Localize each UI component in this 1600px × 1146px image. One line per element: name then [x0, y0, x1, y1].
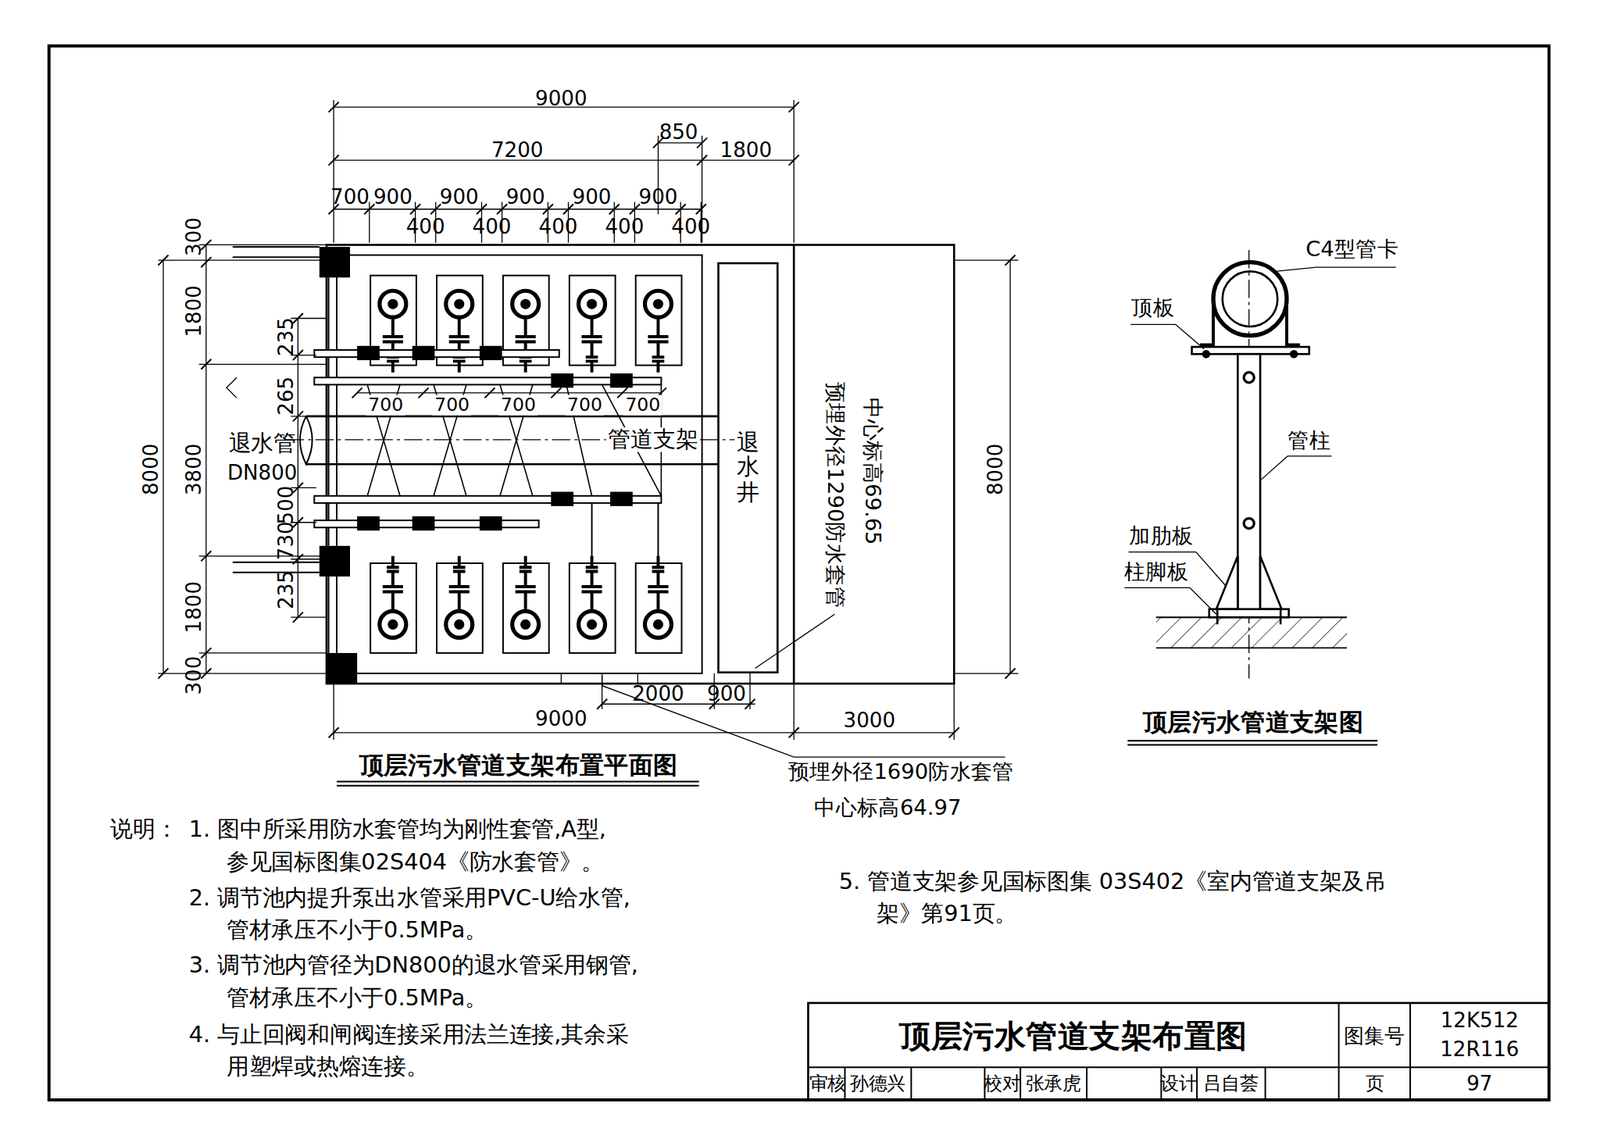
dimension-text: 3800	[182, 443, 206, 496]
title-cell: 设计	[1160, 1073, 1197, 1094]
part-label: 预埋外径1690防水套管	[788, 760, 1015, 785]
title-cell: 审核	[809, 1073, 847, 1094]
dimension-text: 1800	[720, 139, 772, 162]
part-label: 退水管	[228, 431, 297, 457]
dimension-text: 300	[182, 656, 206, 696]
dimension-text: 400	[406, 215, 446, 239]
title-cell: 97	[1466, 1072, 1493, 1096]
dimension-text: 700	[623, 395, 663, 416]
dimension-text: 2000	[632, 682, 684, 706]
note-text: 1. 图中所采用防水套管均为刚性套管,A型, 参见国标图集02S404《防水套管…	[189, 813, 623, 879]
dimension-text: 9000	[535, 86, 587, 110]
part-label: 预埋外径1290防水套管	[822, 382, 847, 608]
part-label: 加肋板	[1128, 525, 1193, 549]
part-label: 柱脚板	[1124, 560, 1189, 585]
well-box: 退水井	[717, 262, 779, 674]
dimension-text: 7200	[491, 139, 543, 162]
dimension-text: 500	[274, 485, 297, 525]
part-label: 顶板	[1131, 296, 1175, 320]
dimension-text: 400	[604, 215, 644, 239]
dimension-text: 300	[182, 217, 206, 257]
title-cell: 吕自荟	[1203, 1073, 1259, 1094]
dimension-text: 1800	[182, 285, 206, 337]
part-label: 中心标高69.65	[860, 397, 885, 545]
dimension-text: 900	[572, 185, 612, 209]
title-cell: 12K512	[1440, 1009, 1519, 1033]
dimension-text: 8000	[983, 443, 1007, 496]
note-text: 2. 调节池内提升泵出水管采用PVC-U给水管, 管材承压不小于0.5MPa。	[189, 881, 643, 947]
note-text: 说明：	[110, 813, 178, 847]
dimension-text: 9000	[535, 707, 587, 730]
title-cell: 页	[1365, 1073, 1385, 1094]
dimension-text: 900	[439, 185, 479, 209]
title-cell: 张承虎	[1025, 1073, 1082, 1094]
dimension-text: 700	[330, 185, 370, 209]
part-label: 管道支架	[606, 427, 700, 453]
dimension-text: 400	[539, 215, 579, 239]
note-text: 3. 调节池内管径为DN800的退水管采用钢管, 管材承压不小于0.5MPa。	[189, 949, 650, 1015]
dimension-text: 900	[506, 185, 546, 209]
dimension-text: 700	[432, 395, 472, 416]
dimension-text: 235	[274, 317, 297, 357]
dimension-text: 850	[659, 120, 699, 143]
view-title: 顶层污水管道支架图	[1142, 708, 1364, 736]
dimension-text: 265	[274, 376, 297, 416]
title-text: 顶层污水管道支架布置图	[899, 1017, 1247, 1054]
view-title: 顶层污水管道支架布置平面图	[359, 751, 679, 779]
part-label: 中心标高64.97	[814, 796, 961, 820]
dimension-text: 235	[274, 570, 297, 610]
title-cell: 12R116	[1439, 1037, 1519, 1061]
title-cell: 图集号	[1343, 1024, 1405, 1047]
title-cell: 校对	[983, 1073, 1021, 1094]
dimension-text: 700	[498, 395, 538, 416]
dimension-text: 700	[366, 395, 406, 416]
dimension-text: 900	[639, 185, 679, 209]
dimension-text: 400	[671, 215, 711, 239]
note-text: 5. 管道支架参见国标图集 03S402《室内管道支架及吊 架》第91页。	[839, 865, 1400, 932]
dimension-text: 1800	[182, 581, 206, 633]
title-cell: 孙德兴	[850, 1073, 906, 1094]
dimension-text: 900	[373, 185, 413, 209]
part-label: DN800	[227, 460, 298, 484]
dimension-text: 730	[274, 521, 297, 561]
vertical-label: 退水井	[736, 430, 760, 505]
part-label: C4型管卡	[1305, 238, 1399, 262]
dimension-text: 900	[707, 682, 747, 706]
note-text: 4. 与止回阀和闸阀连接采用法兰连接,其余采 用塑焊或热熔连接。	[189, 1018, 643, 1085]
dimension-text: 400	[472, 215, 512, 239]
dimension-text: 3000	[843, 709, 896, 733]
part-label: 管柱	[1287, 428, 1331, 453]
dimension-text: 700	[564, 395, 604, 416]
dimension-text: 8000	[139, 443, 163, 496]
